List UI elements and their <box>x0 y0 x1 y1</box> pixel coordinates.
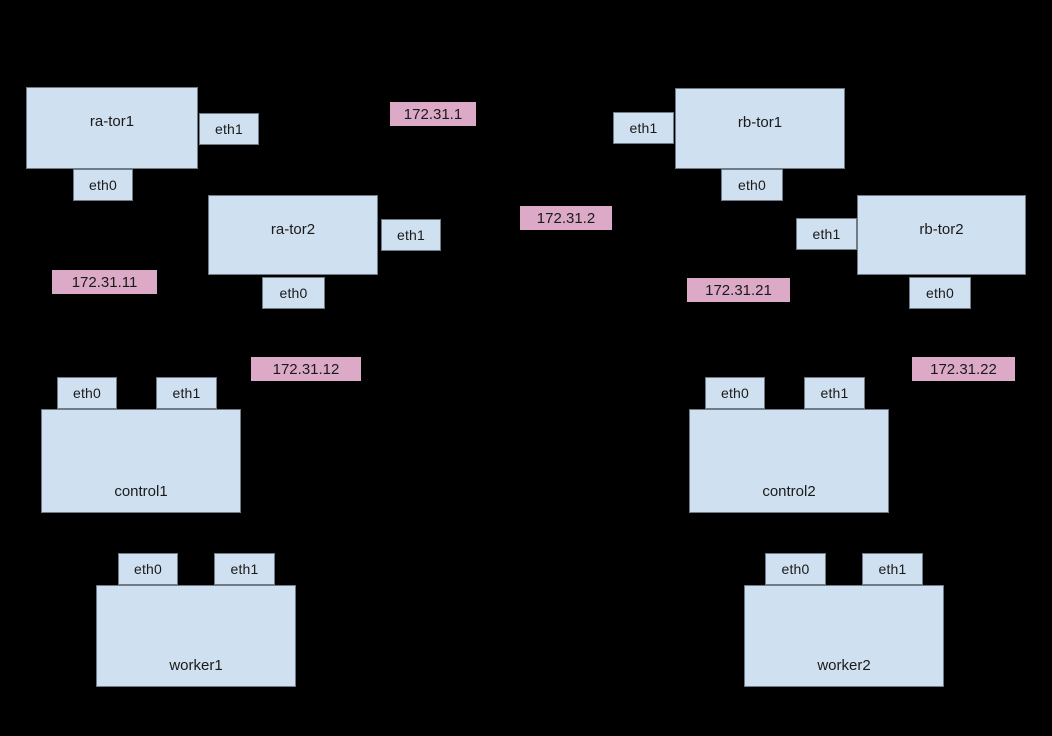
node-ra-tor2[interactable]: ra-tor2 <box>208 195 378 275</box>
network-label-172-31-22: 172.31.22 <box>912 357 1015 381</box>
node-label-rb-tor1: rb-tor1 <box>737 114 783 131</box>
node-label-worker1: worker1 <box>169 656 223 674</box>
node-ra-tor1[interactable]: ra-tor1 <box>26 87 198 169</box>
network-label-172-31-2: 172.31.2 <box>520 206 612 230</box>
node-control1[interactable]: control1 <box>41 409 241 513</box>
network-label-172-31-11: 172.31.11 <box>52 270 157 294</box>
node-label-rb-tor2: rb-tor2 <box>919 221 964 238</box>
network-label-172-31-12: 172.31.12 <box>251 357 361 381</box>
node-rb-tor2[interactable]: rb-tor2 <box>857 195 1026 275</box>
port-rb-tor1-eth1[interactable]: eth1 <box>613 112 674 144</box>
port-rb-tor1-eth0[interactable]: eth0 <box>721 169 783 201</box>
port-control2-eth0[interactable]: eth0 <box>705 377 765 409</box>
port-worker1-eth1[interactable]: eth1 <box>214 553 275 585</box>
port-rb-tor2-eth1[interactable]: eth1 <box>796 218 857 250</box>
node-label-ra-tor1: ra-tor1 <box>89 113 135 130</box>
node-label-control2: control2 <box>762 482 816 500</box>
port-worker2-eth0[interactable]: eth0 <box>765 553 826 585</box>
network-label-172-31-1: 172.31.1 <box>390 102 476 126</box>
port-control2-eth1[interactable]: eth1 <box>804 377 865 409</box>
node-worker1[interactable]: worker1 <box>96 585 296 687</box>
node-label-worker2: worker2 <box>817 656 871 674</box>
port-ra-tor1-eth1[interactable]: eth1 <box>199 113 259 145</box>
port-ra-tor1-eth0[interactable]: eth0 <box>73 169 133 201</box>
node-label-control1: control1 <box>114 482 168 500</box>
node-control2[interactable]: control2 <box>689 409 889 513</box>
node-rb-tor1[interactable]: rb-tor1 <box>675 88 845 169</box>
port-control1-eth1[interactable]: eth1 <box>156 377 217 409</box>
network-label-172-31-21: 172.31.21 <box>687 278 790 302</box>
port-worker1-eth0[interactable]: eth0 <box>118 553 178 585</box>
node-label-ra-tor2: ra-tor2 <box>270 221 316 238</box>
node-worker2[interactable]: worker2 <box>744 585 944 687</box>
port-ra-tor2-eth1[interactable]: eth1 <box>381 219 441 251</box>
port-worker2-eth1[interactable]: eth1 <box>862 553 923 585</box>
port-rb-tor2-eth0[interactable]: eth0 <box>909 277 971 309</box>
port-ra-tor2-eth0[interactable]: eth0 <box>262 277 325 309</box>
port-control1-eth0[interactable]: eth0 <box>57 377 117 409</box>
